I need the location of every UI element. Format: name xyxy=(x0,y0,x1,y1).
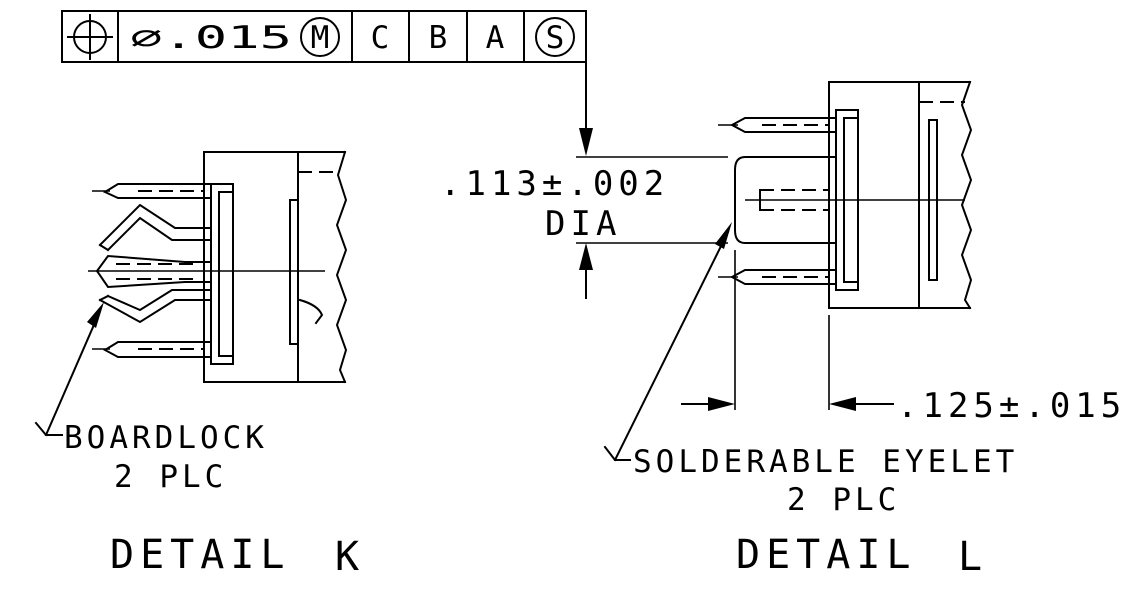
detail-l-title: DETAIL xyxy=(736,532,917,578)
fcf-datum-a: A xyxy=(486,20,505,56)
fcf-datum-b: B xyxy=(429,20,448,56)
rfs-circle-icon xyxy=(535,17,575,57)
detail-l-letter: L xyxy=(958,534,988,580)
detail-k-part xyxy=(88,150,348,384)
pin-bottom xyxy=(92,341,212,358)
fcf-leader xyxy=(579,36,593,156)
dia-dimension xyxy=(576,156,728,299)
eyelet-label: SOLDERABLE EYELET xyxy=(633,444,1018,480)
fcf-datum-c: C xyxy=(371,20,390,56)
boardlock-count-label: 2 PLC xyxy=(114,459,227,495)
center-pin xyxy=(88,254,325,289)
eyelet-length-label: .125±.015 xyxy=(897,386,1126,426)
eyelet-count-label: 2 PLC xyxy=(787,482,900,518)
boardlock-bottom xyxy=(98,289,212,324)
detail-l-part xyxy=(718,80,973,310)
dia-unit-label: DIA xyxy=(545,204,621,244)
boardlock-top xyxy=(98,203,212,252)
pin-top xyxy=(92,183,212,199)
fcf-tolerance: ∅.015 xyxy=(130,20,292,56)
pin-top-l xyxy=(718,117,837,133)
fcf-modifier-s: S xyxy=(546,20,565,56)
detail-k-letter: K xyxy=(335,534,365,580)
solderable-eyelet xyxy=(734,156,965,244)
feature-control-frame: ∅.015 M C B A S xyxy=(61,10,587,63)
eyelet-length-dimension xyxy=(681,250,894,411)
mmc-circle-icon xyxy=(300,17,340,57)
eyelet-leader xyxy=(603,222,732,462)
fcf-modifier-m: M xyxy=(311,20,330,56)
boardlock-label: BOARDLOCK xyxy=(64,420,268,456)
position-icon xyxy=(67,14,113,60)
boardlock-leader xyxy=(34,302,104,437)
dia-value-label: .113±.002 xyxy=(440,164,669,204)
detail-k-title: DETAIL xyxy=(110,532,291,578)
